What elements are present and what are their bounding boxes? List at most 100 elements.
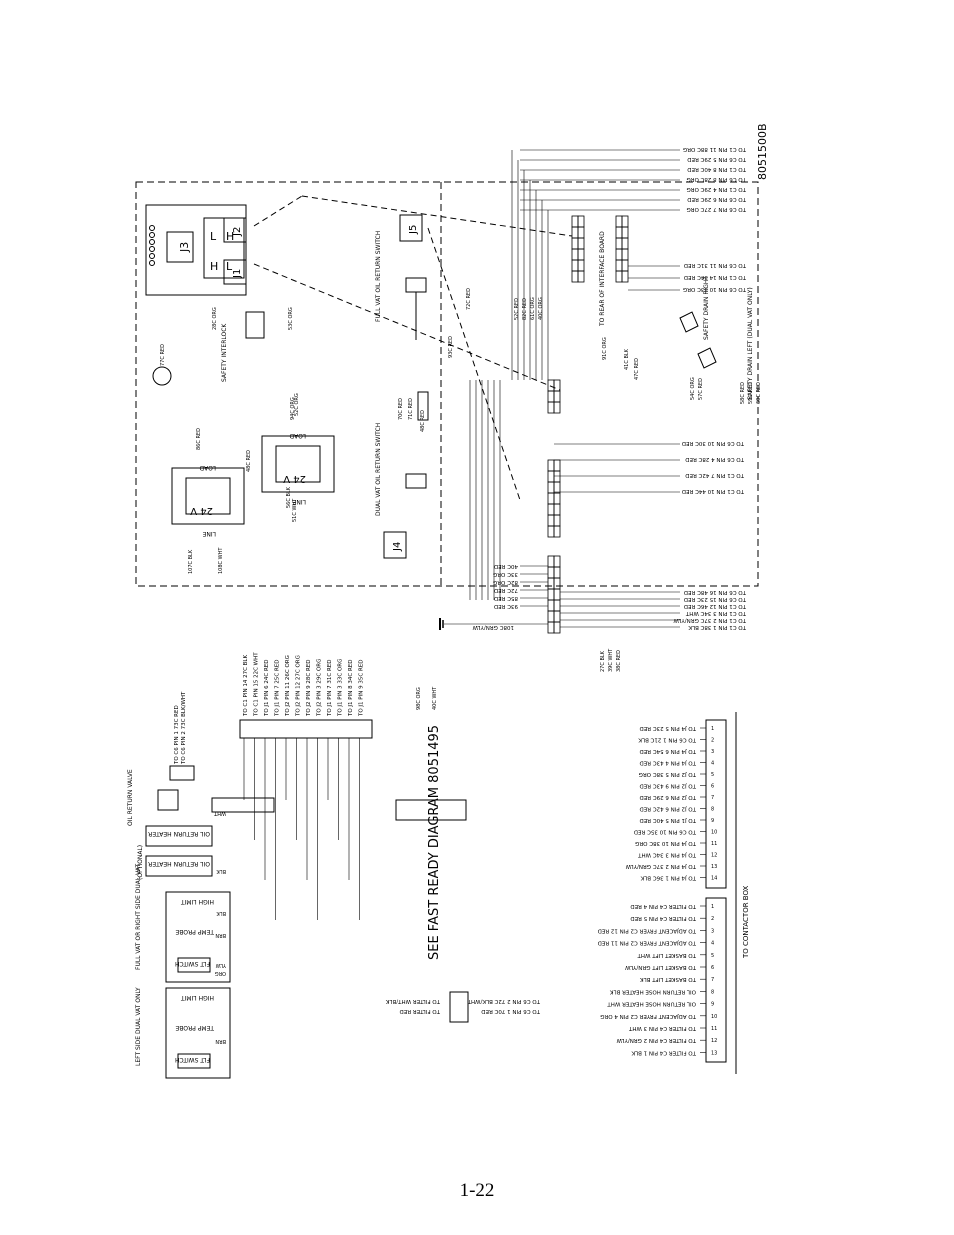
interface-block-j1 xyxy=(615,215,629,283)
wire-valve-0: TO C6 PIN 1 73C RED xyxy=(174,705,180,765)
oil-return-heater-bottom: OIL RETURN HEATER xyxy=(145,855,213,877)
wire-misc-4: 94C ORG xyxy=(290,397,296,420)
wire-filter-0: TO C6 PIN 2 72C BLK/WHT xyxy=(467,998,541,1004)
wire-misc-14: 93C RED xyxy=(448,336,454,358)
wire-c2-5: TO BASKET LIFT GRN/YLW xyxy=(625,964,697,970)
c2-pin-5: 6 xyxy=(711,965,714,971)
wire-c1-10: TO J4 PIN 10 38C ORG xyxy=(635,840,697,846)
flt-switch-left xyxy=(177,1053,211,1069)
connector-j5-label: J5 xyxy=(408,225,419,235)
transformer-right-voltage: 24 V xyxy=(283,473,306,484)
fuse xyxy=(417,391,429,421)
leader-j2 xyxy=(253,195,303,227)
wire-center-1: TO C1 PIN 15 22C WHT xyxy=(254,652,260,717)
wire-center-5: TO J2 PIN 12 27C ORG xyxy=(296,655,302,717)
wire-top-right-2: TO C1 PIN 8 40C RED xyxy=(687,166,747,172)
wire-top-right-4: TO C1 PIN 4 29C ORG xyxy=(686,186,747,192)
wire-misc-11: 70C RED xyxy=(398,398,404,420)
wire-c1-7: TO J2 PIN 6 42C RED xyxy=(640,806,697,812)
wire-misc-0: 77C RED xyxy=(160,344,166,366)
wire-ground: 108C GRN/YLW xyxy=(472,624,514,630)
wire-c2-11: TO FILTER C4 PIN 2 GRN/YLW xyxy=(616,1037,697,1043)
c1-pin-4: 5 xyxy=(711,772,714,778)
wire-color-6: ORG xyxy=(215,970,226,976)
wire-top-right-5: TO C6 PIN 6 29C RED xyxy=(687,196,747,202)
relay-contact-2: H xyxy=(210,260,218,273)
wire-misc-19: 40C ORG xyxy=(538,297,544,320)
c1-pin-8: 9 xyxy=(711,818,714,824)
c2-pin-9: 10 xyxy=(711,1014,717,1020)
relay-j1 xyxy=(223,259,247,285)
c2-pin-3: 4 xyxy=(711,941,714,947)
wire-filter-3: TO FILTER RED xyxy=(400,1008,441,1014)
safety-drain-right-label: SAFETY DRAIN RIGHT xyxy=(703,276,710,340)
oil-return-heater-bottom-label: OIL RETURN HEATER xyxy=(148,860,210,867)
wire-misc-22: 47C RED xyxy=(634,358,640,380)
wire-misc-27: 60C RED xyxy=(756,382,762,404)
leader-j1 xyxy=(253,263,561,391)
c2-pin-4: 5 xyxy=(711,953,714,959)
high-limit-right-label: HIGH LIMIT xyxy=(181,898,214,905)
wire-valve-1: TO C6 PIN 2 73C BLK/WHT xyxy=(181,691,187,765)
flt-switch-left-label: FLT SWITCH xyxy=(175,1056,210,1063)
wire-c1-9: TO C6 PIN 10 35C RED xyxy=(634,829,697,835)
wire-misc-17: 82C RED xyxy=(522,298,528,320)
transformer-right: 24 V LOAD LINE xyxy=(261,432,335,505)
wire-misc-30: 38C RED xyxy=(616,650,622,672)
c2-pin-0: 1 xyxy=(711,904,714,910)
wire-color-3: BRN xyxy=(215,932,226,938)
c2-pin-1: 2 xyxy=(711,916,714,922)
valve-connector xyxy=(169,765,195,781)
relay-board: J3 L H H L J2 J1 xyxy=(145,204,247,296)
wire-j4-right-4: TO C1 PIN 2 37C GRN/YLW xyxy=(673,617,747,623)
wire-j4-right-2: TO C1 PIN 12 46C RED xyxy=(684,603,747,609)
relay-j3-label: J3 xyxy=(178,242,191,253)
wire-misc-25: 58C RED xyxy=(740,382,746,404)
page-number: 1-22 xyxy=(459,1180,495,1201)
wire-misc-18: 61C ORG xyxy=(530,297,536,320)
oil-return-heater-top: OIL RETURN HEATER xyxy=(145,825,213,847)
wire-center-3: TO J1 PIN 7 25C RED xyxy=(275,660,281,717)
c1-pin-9: 10 xyxy=(711,830,717,836)
wire-c2-4: TO BASKET LIFT WHT xyxy=(637,952,697,958)
safety-interlock xyxy=(245,311,265,339)
wire-center-8: TO J1 PIN 7 31C RED xyxy=(327,660,333,717)
c2-pin-12: 13 xyxy=(711,1050,717,1056)
interface-block-j4a xyxy=(547,459,561,538)
wire-c1-4: TO J2 PIN 5 38C ORG xyxy=(639,771,697,777)
filter-connector xyxy=(449,991,469,1023)
wire-j4-right-3: TO C1 PIN 3 34C WHT xyxy=(685,610,747,616)
wire-misc-15: 72C RED xyxy=(466,288,472,310)
full-vat-oil-return-switch: FULL VAT OIL RETURN SWITCH xyxy=(375,231,427,340)
leader-j2-board xyxy=(301,195,573,237)
c2-pin-7: 8 xyxy=(711,989,714,995)
full-vat-side-label: FULL VAT OR RIGHT SIDE DUAL VAT xyxy=(135,864,142,970)
wire-top-right-0: TO C1 PIN 11 88C ORG xyxy=(683,146,747,152)
wire-color-5: YLW xyxy=(216,962,227,968)
wire-misc-12: 71C RED xyxy=(408,398,414,420)
contactor-box-label: TO CONTACTOR BOX xyxy=(742,885,750,959)
wire-c1-3: TO J4 PIN 4 43C RED xyxy=(640,760,697,766)
wire-j4-left-5: 93C RED xyxy=(494,603,518,609)
relay-contact-1: L xyxy=(210,230,217,243)
wire-right-lower-3: TO C1 PIN 10 44C RED xyxy=(682,488,745,494)
c1-pin-5: 6 xyxy=(711,784,714,790)
connector-j5: J5 xyxy=(399,214,423,242)
c2-pin-8: 9 xyxy=(711,1002,714,1008)
dual-vat-switch-label: DUAL VAT OIL RETURN SWITCH xyxy=(375,423,382,516)
dual-vat-oil-return-switch: DUAL VAT OIL RETURN SWITCH xyxy=(375,423,427,516)
c2-pin-10: 11 xyxy=(711,1026,717,1032)
wire-misc-28: 27C BLK xyxy=(600,650,606,672)
transformer-left: 24 V LOAD LINE xyxy=(171,464,245,537)
relay-j2-label: J2 xyxy=(232,227,243,237)
transformer-right-line: LINE xyxy=(292,498,306,505)
wire-center-6: TO J2 PIN 9 28C RED xyxy=(306,660,312,717)
wire-top-right-1: TO C6 PIN 5 29C RED xyxy=(687,156,747,162)
temp-probe-right-label: TEMP PROBE xyxy=(175,928,215,935)
wire-misc-31: 98C ORG xyxy=(416,687,422,710)
wire-bundles xyxy=(243,149,706,1053)
wire-c1-8: TO J1 PIN 5 40C RED xyxy=(640,817,697,823)
wire-right-lower-2: TO C1 PIN 7 42C RED xyxy=(685,472,745,478)
wire-right-lower-1: TO C6 PIN 4 28C RED xyxy=(685,456,745,462)
wire-color-2: BLK xyxy=(216,910,226,916)
